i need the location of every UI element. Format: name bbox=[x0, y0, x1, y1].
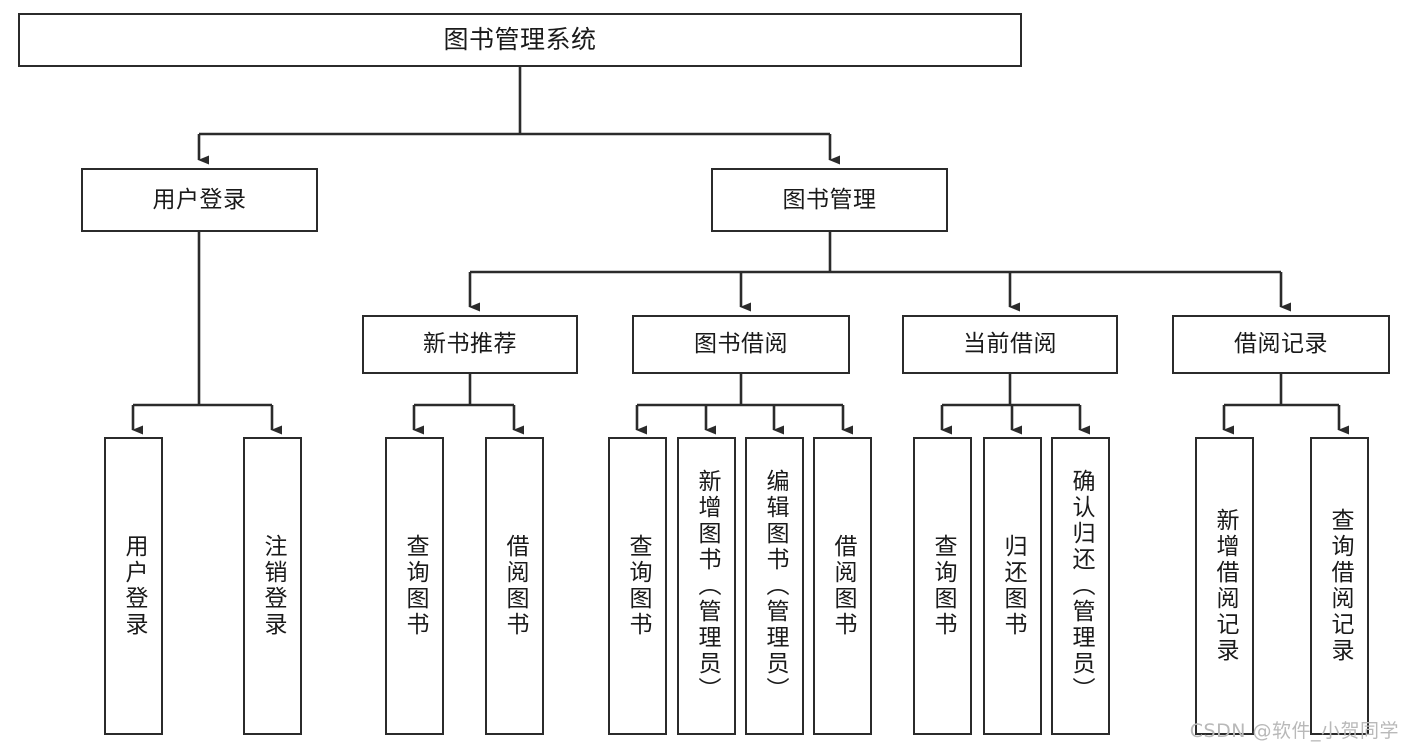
node-borrow-record[interactable]: 借阅记录 bbox=[1172, 315, 1390, 374]
node-leaf-confirm-return-admin[interactable]: 确认归还（管理员） bbox=[1051, 437, 1110, 735]
node-current-borrow-label: 当前借阅 bbox=[963, 331, 1057, 358]
node-leaf-user-login-label: 用户登录 bbox=[121, 534, 147, 638]
borrow-record-to-leaves-connectors bbox=[1222, 374, 1349, 435]
node-leaf-add-book-admin-label: 新增图书（管理员） bbox=[694, 469, 720, 703]
node-leaf-return-book[interactable]: 归还图书 bbox=[983, 437, 1042, 735]
book-borrow-to-leaves-connectors bbox=[635, 374, 853, 435]
node-leaf-query-borrow-record[interactable]: 查询借阅记录 bbox=[1310, 437, 1369, 735]
node-leaf-recommend-query-book[interactable]: 查询图书 bbox=[385, 437, 444, 735]
book-manage-to-level3-connectors bbox=[468, 232, 1291, 312]
node-book-management[interactable]: 图书管理 bbox=[711, 168, 948, 232]
node-book-borrow[interactable]: 图书借阅 bbox=[632, 315, 850, 374]
user-login-to-leaves-connectors bbox=[131, 232, 282, 435]
node-book-borrow-label: 图书借阅 bbox=[694, 331, 788, 358]
node-leaf-recommend-borrow-book-label: 借阅图书 bbox=[502, 534, 528, 638]
node-leaf-recommend-borrow-book[interactable]: 借阅图书 bbox=[485, 437, 544, 735]
node-leaf-add-book-admin[interactable]: 新增图书（管理员） bbox=[677, 437, 736, 735]
node-new-book-recommend[interactable]: 新书推荐 bbox=[362, 315, 578, 374]
node-leaf-add-borrow-record-label: 新增借阅记录 bbox=[1212, 508, 1238, 664]
node-leaf-logout-label: 注销登录 bbox=[260, 534, 286, 638]
node-new-book-recommend-label: 新书推荐 bbox=[423, 331, 517, 358]
node-leaf-query-borrow-record-label: 查询借阅记录 bbox=[1327, 508, 1353, 664]
node-leaf-logout[interactable]: 注销登录 bbox=[243, 437, 302, 735]
new-book-recommend-to-leaves-connectors bbox=[412, 374, 524, 435]
root-to-level2-connectors bbox=[197, 67, 840, 165]
node-leaf-borrow-query-book[interactable]: 查询图书 bbox=[608, 437, 667, 735]
node-user-login[interactable]: 用户登录 bbox=[81, 168, 318, 232]
node-leaf-borrow-book[interactable]: 借阅图书 bbox=[813, 437, 872, 735]
node-leaf-edit-book-admin-label: 编辑图书（管理员） bbox=[762, 469, 788, 703]
node-root-system-label: 图书管理系统 bbox=[443, 24, 597, 54]
node-leaf-borrow-query-book-label: 查询图书 bbox=[625, 534, 651, 638]
node-leaf-edit-book-admin[interactable]: 编辑图书（管理员） bbox=[745, 437, 804, 735]
node-leaf-current-query-book-label: 查询图书 bbox=[930, 534, 956, 638]
csdn-watermark: CSDN @软件_小贺同学 bbox=[1189, 720, 1399, 742]
node-root-system[interactable]: 图书管理系统 bbox=[18, 13, 1022, 67]
node-leaf-add-borrow-record[interactable]: 新增借阅记录 bbox=[1195, 437, 1254, 735]
node-leaf-return-book-label: 归还图书 bbox=[1000, 534, 1026, 638]
current-borrow-to-leaves-connectors bbox=[940, 374, 1090, 435]
node-leaf-recommend-query-book-label: 查询图书 bbox=[402, 534, 428, 638]
node-book-management-label: 图书管理 bbox=[782, 186, 877, 213]
node-current-borrow[interactable]: 当前借阅 bbox=[902, 315, 1118, 374]
node-user-login-label: 用户登录 bbox=[152, 186, 247, 213]
node-borrow-record-label: 借阅记录 bbox=[1234, 331, 1328, 358]
node-leaf-confirm-return-admin-label: 确认归还（管理员） bbox=[1068, 469, 1094, 703]
node-leaf-borrow-book-label: 借阅图书 bbox=[830, 534, 856, 638]
node-leaf-user-login[interactable]: 用户登录 bbox=[104, 437, 163, 735]
node-leaf-current-query-book[interactable]: 查询图书 bbox=[913, 437, 972, 735]
